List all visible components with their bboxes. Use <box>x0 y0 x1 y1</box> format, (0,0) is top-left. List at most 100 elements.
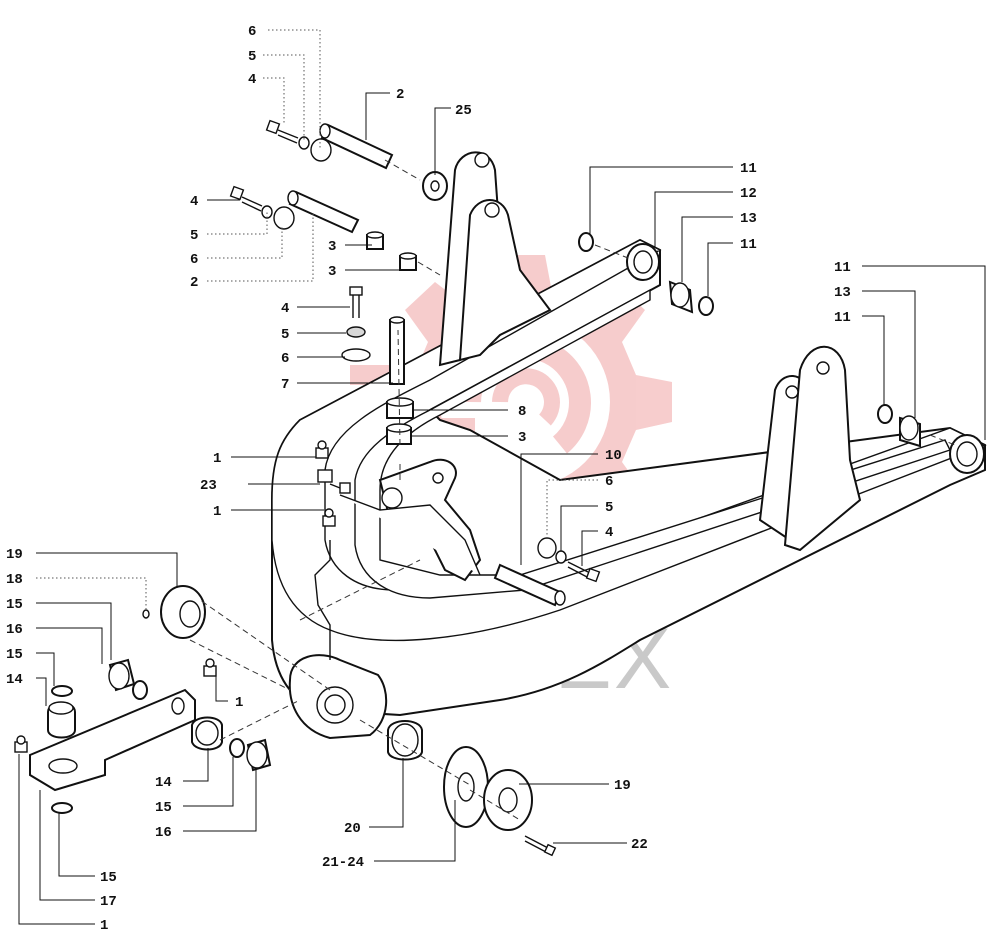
callout-label: 12 <box>740 186 757 202</box>
callout-label: 6 <box>190 252 198 268</box>
callout-label: 8 <box>518 404 526 420</box>
callout-label: 11 <box>834 260 851 276</box>
callout-label: 18 <box>6 572 23 588</box>
bushing-part-16-b <box>246 738 272 772</box>
callout-label: 17 <box>100 894 117 910</box>
oring-part-11-a <box>578 232 594 252</box>
bushing-part-3-c <box>386 423 412 445</box>
flange-part-19-b <box>483 769 533 831</box>
callout-label: 23 <box>200 478 217 494</box>
bushing-part-3-a <box>366 231 384 250</box>
callout-label: 4 <box>605 525 613 541</box>
bushing-part-20 <box>387 720 423 761</box>
callout-label: 5 <box>281 327 289 343</box>
frame-lug-left-front <box>458 199 552 362</box>
callout-label: 1 <box>213 451 221 467</box>
bushing-part-14-b <box>191 716 223 751</box>
bushing-part-16-a <box>108 658 136 692</box>
callout-label: 20 <box>344 821 361 837</box>
callout-label: 6 <box>248 24 256 40</box>
pin-part-10 <box>493 563 566 607</box>
callout-label: 5 <box>605 500 613 516</box>
callout-label: 11 <box>740 161 757 177</box>
callout-label: 19 <box>6 547 23 563</box>
main-frame <box>271 151 987 740</box>
callout-label: 2 <box>190 275 198 291</box>
bushing-part-13-b <box>899 415 921 448</box>
callout-label: 5 <box>190 228 198 244</box>
frame-lug-right-front <box>783 345 862 552</box>
bushing-part-13-a <box>668 280 694 314</box>
hydraulic-pipe-2 <box>339 494 481 576</box>
alignment-lines <box>189 159 956 821</box>
callout-label: 1 <box>213 504 221 520</box>
plate-part-21-24 <box>443 746 489 828</box>
lever-arm-part-17 <box>29 688 196 792</box>
oring-part-15-c <box>229 738 245 758</box>
washer-part-6-r <box>537 537 557 559</box>
washer-hole <box>430 180 440 192</box>
pin-part-2-b <box>287 190 360 234</box>
center-bracket-hole <box>432 472 444 484</box>
bolt-part-4-c <box>349 286 363 318</box>
frame-top-face <box>271 239 987 642</box>
washer-part-5-c <box>346 326 366 338</box>
callout-label: 13 <box>834 285 851 301</box>
flange-part-19-a <box>160 585 206 639</box>
leader-lines <box>18 29 986 925</box>
oring-part-15-a <box>132 680 148 700</box>
callout-label: 2 <box>396 87 404 103</box>
callout-label: 3 <box>328 264 336 280</box>
callout-label: 15 <box>100 870 117 886</box>
frame-tube-bore <box>956 441 978 467</box>
grease-fitting-part-1-c <box>203 658 217 677</box>
frame-lug-hole <box>474 152 490 168</box>
bushing-part-14-a <box>47 701 76 739</box>
washer-part-6-b <box>273 206 295 230</box>
oring-part-11-c <box>877 404 893 424</box>
washer-part-5-b <box>261 205 273 219</box>
callout-label: 6 <box>605 474 613 490</box>
frame-tube-bore <box>633 250 653 274</box>
callout-label: 15 <box>6 647 23 663</box>
callout-label: 7 <box>281 377 289 393</box>
callout-label: 14 <box>155 775 172 791</box>
frame-lug-hole <box>816 361 830 375</box>
callout-labels: 6 5 4 2 25 4 5 6 2 3 3 4 5 6 7 8 3 1 23 … <box>6 24 851 934</box>
grease-nipple-part-18 <box>142 609 150 619</box>
callout-label: 4 <box>190 194 198 210</box>
washer-part-5-r <box>555 550 567 564</box>
callout-label: 10 <box>605 448 622 464</box>
callout-label: 13 <box>740 211 757 227</box>
bolt-part-4-top <box>265 119 299 144</box>
bolt-part-22 <box>524 835 557 857</box>
grease-fitting-part-1-b <box>322 508 336 527</box>
oring-part-11-b <box>698 296 714 316</box>
parts-top-left <box>229 119 448 445</box>
callout-label: 19 <box>614 778 631 794</box>
washer-part-6-top <box>310 138 332 162</box>
fitting-part-23 <box>317 469 351 494</box>
callout-label: 15 <box>155 800 172 816</box>
washer-part-5-top <box>298 136 310 150</box>
bushing-part-8 <box>386 397 414 419</box>
pin-part-7 <box>389 316 405 385</box>
callout-label: 1 <box>235 695 243 711</box>
callout-label: 5 <box>248 49 256 65</box>
callout-label: 16 <box>155 825 172 841</box>
hydraulic-pipe <box>314 540 331 660</box>
callout-label: 22 <box>631 837 648 853</box>
callout-label: 16 <box>6 622 23 638</box>
frame-lug-hole <box>785 385 799 399</box>
washer-part-6-c <box>341 348 371 362</box>
oring-part-15-b <box>51 685 73 697</box>
callout-label: 4 <box>281 301 289 317</box>
callout-label: 11 <box>834 310 851 326</box>
pin-part-2-top <box>319 123 394 170</box>
callout-label: 4 <box>248 72 256 88</box>
callout-label: 1 <box>100 918 108 934</box>
bolt-part-4-b <box>229 185 263 212</box>
callout-label: 14 <box>6 672 23 688</box>
bolt-part-4-r <box>567 561 601 583</box>
